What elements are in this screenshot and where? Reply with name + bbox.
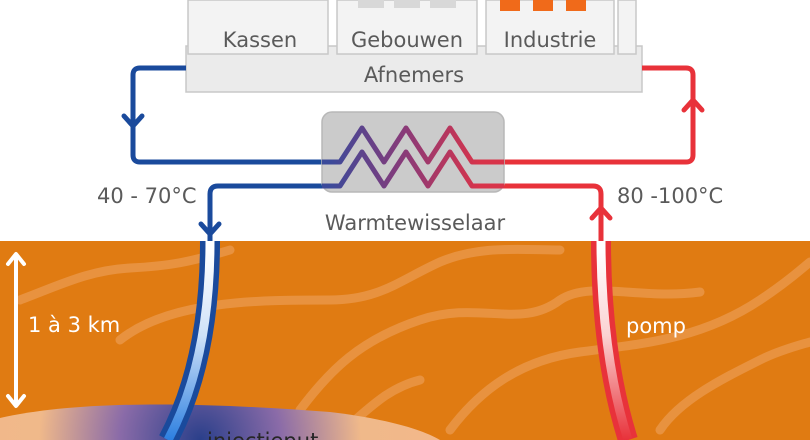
return-pipe-top <box>130 65 326 165</box>
industry-window <box>566 0 586 11</box>
consumers-title: Afnemers <box>364 63 464 87</box>
exchanger-coil <box>322 125 504 165</box>
production-pipe-top <box>500 183 604 245</box>
down-arrow-icon <box>121 113 145 129</box>
injection-pipe-top <box>207 183 326 245</box>
industry-window <box>533 0 553 11</box>
aquifer-layer <box>0 404 440 440</box>
consumer-label-buildings: Gebouwen <box>351 28 463 52</box>
exchanger-coil <box>322 149 504 189</box>
down-arrow-icon <box>198 221 222 237</box>
production-well-inner <box>596 240 633 440</box>
consumer-label-industry: Industrie <box>504 28 597 52</box>
injection-well-label: injectieput <box>207 429 318 440</box>
industry-window <box>500 0 520 11</box>
pump-label: pomp <box>626 314 686 338</box>
injection-well-inner <box>164 240 215 440</box>
depth-arrow-icon <box>6 252 26 408</box>
supply-temperature-label: 80 -100°C <box>617 184 723 208</box>
heat-exchanger-label: Warmtewisselaar <box>325 211 506 235</box>
consumer-label-greenhouses: Kassen <box>223 28 297 52</box>
supply-pipe-top <box>500 65 696 165</box>
up-arrow-icon <box>589 205 613 221</box>
return-temperature-label: 40 - 70°C <box>97 184 197 208</box>
up-arrow-icon <box>681 97 705 113</box>
depth-label: 1 à 3 km <box>28 313 120 337</box>
